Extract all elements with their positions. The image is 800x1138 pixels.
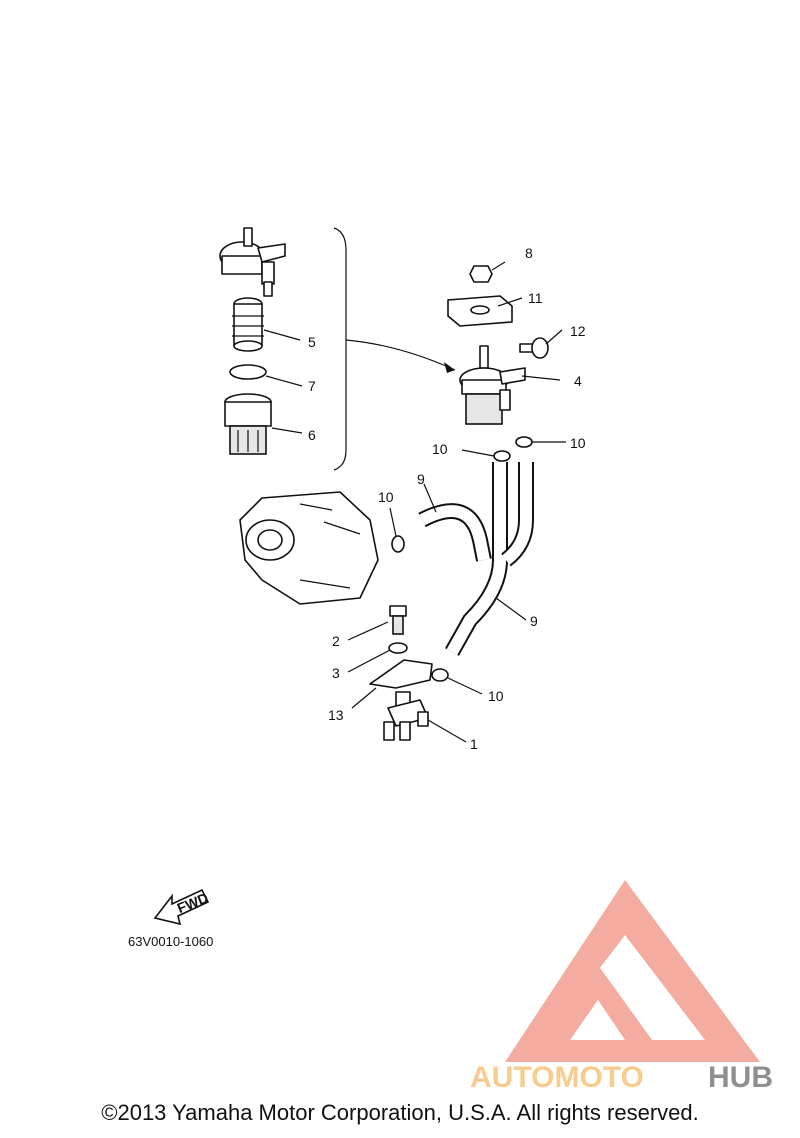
- callout-2: 2: [332, 633, 340, 649]
- bracket-part11: [447, 295, 513, 327]
- callout-6: 6: [308, 427, 316, 443]
- detail-arrow: [345, 339, 456, 371]
- fuel-joint-part1: [383, 691, 429, 741]
- callout-7: 7: [308, 378, 316, 394]
- diagram-code: 63V0010-1060: [128, 934, 214, 949]
- clamp-part10-c: [391, 535, 405, 553]
- carburetor: [239, 491, 379, 605]
- watermark-text-left: AUTOMOTO: [470, 1061, 644, 1094]
- callout-4: 4: [574, 373, 582, 389]
- clamp-part10-d: [431, 668, 449, 682]
- oring-part7: [229, 364, 267, 380]
- bolt-part12: [519, 337, 549, 359]
- fwd-arrow-icon: FWD: [153, 888, 211, 926]
- watermark-triangle-inner: [545, 965, 652, 1040]
- callout-10-d: 10: [488, 688, 504, 704]
- callout-10-a: 10: [570, 435, 586, 451]
- callout-10-b: 10: [432, 441, 448, 457]
- washer-part3: [388, 642, 408, 654]
- callout-9-b: 9: [530, 613, 538, 629]
- detail-bracket: [333, 227, 347, 471]
- callout-1: 1: [470, 736, 478, 752]
- exploded-filter-housing: [219, 227, 286, 297]
- callout-11: 11: [528, 290, 543, 306]
- watermark-logo: AUTOMOTO HUB: [470, 880, 773, 1094]
- filter-cup-part6: [224, 393, 272, 455]
- detail-arrowhead: [444, 362, 455, 373]
- callout-3: 3: [332, 665, 340, 681]
- filter-element-part5: [232, 297, 264, 352]
- nut-part8: [469, 265, 493, 283]
- fwd-label: FWD: [175, 889, 211, 916]
- callout-8: 8: [525, 245, 533, 261]
- callout-10-c: 10: [378, 489, 394, 505]
- copyright-notice: ©2013 Yamaha Motor Corporation, U.S.A. A…: [101, 1100, 699, 1125]
- clamp-part10-b: [493, 450, 511, 462]
- callout-12: 12: [570, 323, 586, 339]
- watermark-text-right: HUB: [708, 1061, 773, 1094]
- bracket-part13: [369, 659, 433, 689]
- clamp-part10-a: [515, 436, 533, 448]
- bolt-part2: [389, 605, 407, 635]
- callout-9-a: 9: [417, 471, 425, 487]
- callout-5: 5: [308, 334, 316, 350]
- fuel-filter-part4: [459, 345, 526, 425]
- watermark-triangle: [505, 880, 760, 1062]
- callout-13: 13: [328, 707, 344, 723]
